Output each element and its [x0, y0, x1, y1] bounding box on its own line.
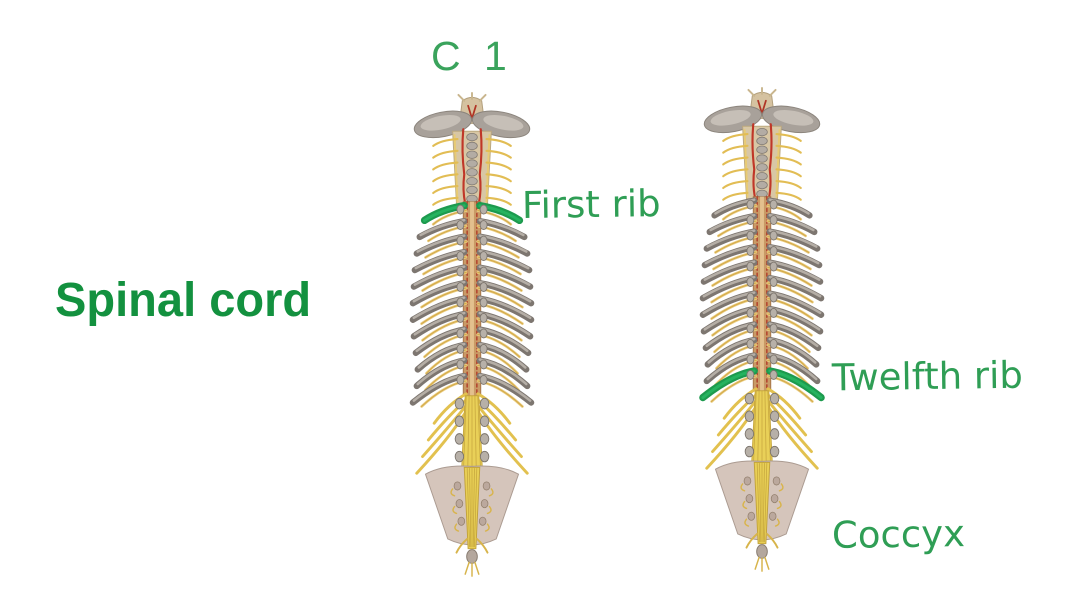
label-first-rib: First rib: [521, 182, 661, 227]
spine-illustration-first-rib-highlight: [409, 92, 535, 582]
spine-svg: [409, 92, 535, 577]
label-twelfth-rib: Twelfth rib: [831, 353, 1024, 400]
label-c1-vertebra: C 1: [431, 33, 513, 79]
page-title: Spinal cord: [55, 274, 312, 327]
spine-svg: [699, 87, 825, 572]
label-coccyx: Coccyx: [831, 512, 966, 557]
spine-illustration-twelfth-rib-highlight: [699, 87, 825, 577]
